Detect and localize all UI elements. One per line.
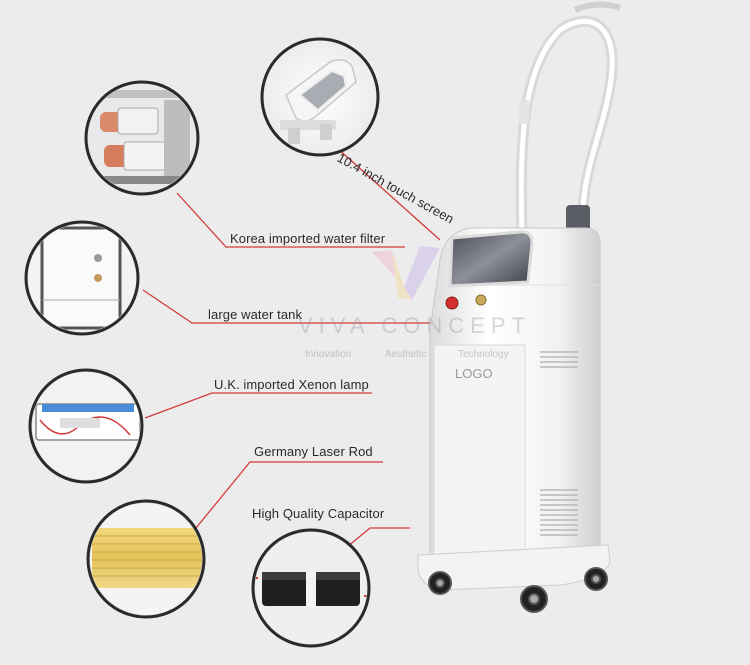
- callout-line-laser-rod: [195, 461, 383, 529]
- watermark-brand: VIVA CONCEPT: [298, 313, 531, 338]
- callout-line-xenon-lamp: [144, 392, 372, 419]
- emergency-stop-button: [445, 296, 459, 310]
- inset-laser-rod: [86, 499, 206, 619]
- inset-capacitor: [251, 528, 371, 648]
- label-capacitor: High Quality Capacitor: [252, 506, 385, 521]
- watermark-v-logo: [372, 246, 440, 300]
- device-body: [417, 227, 611, 591]
- callout-line-water-filter: [176, 192, 405, 248]
- label-laser-rod: Germany Laser Rod: [254, 444, 373, 459]
- inset-touch-screen: [260, 37, 380, 157]
- device-arm: [515, 1, 622, 236]
- key-switch: [475, 294, 487, 306]
- inset-water-tank: [24, 220, 140, 336]
- inset-xenon-lamp: [28, 368, 144, 484]
- watermark-tagline-2: Aesthetic: [385, 349, 427, 360]
- callout-line-water-tank: [142, 289, 452, 324]
- device-panel-logo: LOGO: [455, 366, 493, 381]
- label-xenon-lamp: U.K. imported Xenon lamp: [214, 377, 369, 392]
- device-touch-screen: [448, 230, 534, 288]
- device-control-buttons: [445, 294, 487, 310]
- label-water-filter: Korea imported water filter: [230, 231, 386, 246]
- label-water-tank: large water tank: [208, 307, 303, 322]
- inset-water-filter: [84, 80, 200, 196]
- watermark-tagline-3: Technology: [458, 349, 509, 360]
- device-wheels: [428, 567, 608, 613]
- watermark-tagline-1: Innovation: [305, 349, 352, 360]
- callout-line-screen: [336, 147, 441, 241]
